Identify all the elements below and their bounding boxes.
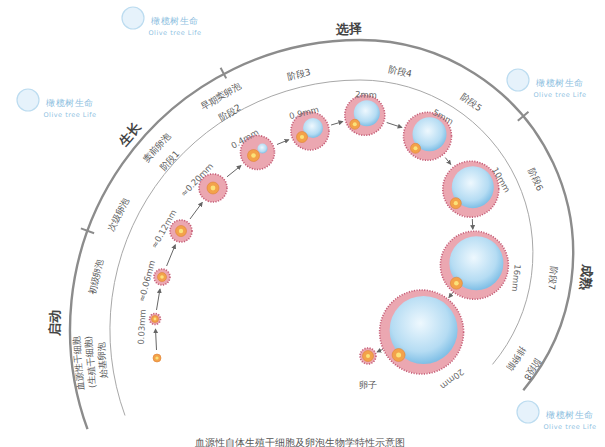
stage-number: 阶段4 — [388, 66, 413, 80]
growth-arrow — [167, 245, 176, 266]
watermark-text: 橄榄树生命 — [536, 79, 584, 88]
oocyte — [153, 354, 161, 362]
stage-label: 次级卵泡 — [107, 197, 131, 233]
oocyte-nucleus — [155, 356, 158, 359]
oocyte — [411, 143, 421, 153]
size-label: 0.03mm — [137, 309, 147, 345]
stage-label: 初级卵泡 — [88, 259, 105, 296]
stage-number: 阶段5 — [458, 93, 483, 114]
stage-number: 阶段2 — [217, 103, 242, 123]
growth-arrow — [445, 158, 450, 165]
oocyte — [350, 119, 360, 129]
phase-tick — [518, 112, 529, 121]
stage-number: 阶段6 — [526, 167, 544, 192]
size-label: 16mm — [510, 264, 521, 292]
size-label: ≈0.06mm — [137, 259, 156, 302]
watermark-text: Olive tree Life — [534, 92, 587, 99]
watermark-logo — [517, 401, 539, 423]
oocyte-nucleus — [300, 135, 304, 139]
phase-tick — [221, 68, 227, 79]
oocyte-nucleus — [160, 275, 164, 279]
caption: 血源性自体生殖干细胞及卵泡生物学特性示意图 — [195, 438, 405, 447]
ovum — [360, 348, 376, 364]
oocyte-nucleus — [396, 353, 401, 358]
stage-label: 血源性干细胞 — [72, 335, 86, 390]
watermark-text: Olive tree Life — [44, 112, 97, 119]
oocyte — [450, 277, 462, 289]
oocyte-nucleus — [414, 146, 418, 150]
oocyte-nucleus — [179, 229, 183, 233]
oocyte — [450, 198, 461, 209]
oocyte — [158, 273, 167, 282]
oocyte — [152, 316, 159, 323]
oocyte-nucleus — [154, 318, 157, 321]
granulosa-layer — [380, 290, 464, 374]
granulosa-layer — [154, 269, 170, 285]
corona-radiata — [360, 348, 376, 364]
stage-label: 排卵前 — [505, 345, 527, 373]
inner-arc — [110, 80, 533, 416]
oocyte-nucleus — [251, 153, 256, 158]
growth-arrow — [156, 329, 157, 350]
antrum — [449, 236, 503, 290]
follicle — [150, 314, 161, 325]
stem-cell — [153, 354, 161, 362]
stage-label: (生殖干细胞) — [84, 335, 98, 388]
stage-label: 始基卵泡 — [97, 342, 109, 379]
phase-tick — [81, 228, 94, 233]
growth-arrow — [387, 123, 402, 128]
growth-arrow — [377, 349, 383, 352]
oocyte — [176, 226, 187, 237]
oocyte-nucleus — [454, 281, 459, 286]
follicle — [345, 95, 385, 135]
size-label: 20mm — [438, 367, 465, 391]
size-label: 2mm — [355, 91, 377, 100]
phase-label: 选择 — [336, 22, 362, 36]
watermark-logo — [122, 7, 144, 29]
growth-arrow — [227, 166, 241, 177]
watermark-text: 橄榄树生命 — [151, 17, 199, 26]
granulosa-layer — [345, 95, 385, 135]
antrum — [390, 296, 458, 364]
watermark-logo — [17, 89, 39, 111]
granulosa-layer — [170, 220, 192, 242]
granulosa-layer — [440, 231, 508, 299]
follicle — [440, 231, 508, 299]
growth-arrow — [157, 289, 161, 310]
stage-number: 阶段1 — [158, 149, 181, 172]
watermark-logo — [507, 69, 529, 91]
phase-label: 启动 — [48, 310, 62, 336]
follicle — [380, 290, 464, 374]
growth-arrow — [190, 202, 202, 219]
follicle — [170, 220, 192, 242]
growth-arrow — [331, 122, 343, 125]
oocyte — [297, 132, 308, 143]
watermark-text: Olive tree Life — [149, 30, 202, 37]
watermark-text: 橄榄树生命 — [46, 99, 94, 108]
oocyte — [248, 150, 260, 162]
follicle — [154, 269, 170, 285]
oocyte-nucleus — [454, 201, 458, 205]
oocyte — [363, 351, 374, 362]
ovum-label: 卵子 — [359, 381, 377, 390]
growth-arrow — [472, 219, 474, 229]
watermark-text: Olive tree Life — [544, 424, 597, 431]
stage-number: 阶段3 — [287, 68, 312, 82]
oocyte-nucleus — [366, 354, 370, 358]
watermark-text: 橄榄树生命 — [546, 411, 594, 420]
outer-arc — [70, 40, 573, 429]
granulosa-layer — [150, 314, 161, 325]
growth-arrow — [277, 140, 289, 145]
oocyte-nucleus — [211, 186, 216, 191]
antrum — [258, 144, 268, 154]
stage-number: 阶段7 — [547, 266, 558, 290]
oocyte-nucleus — [353, 122, 357, 126]
phase-label: 成熟 — [579, 263, 594, 290]
oocyte — [392, 349, 405, 362]
oocyte — [207, 182, 219, 194]
